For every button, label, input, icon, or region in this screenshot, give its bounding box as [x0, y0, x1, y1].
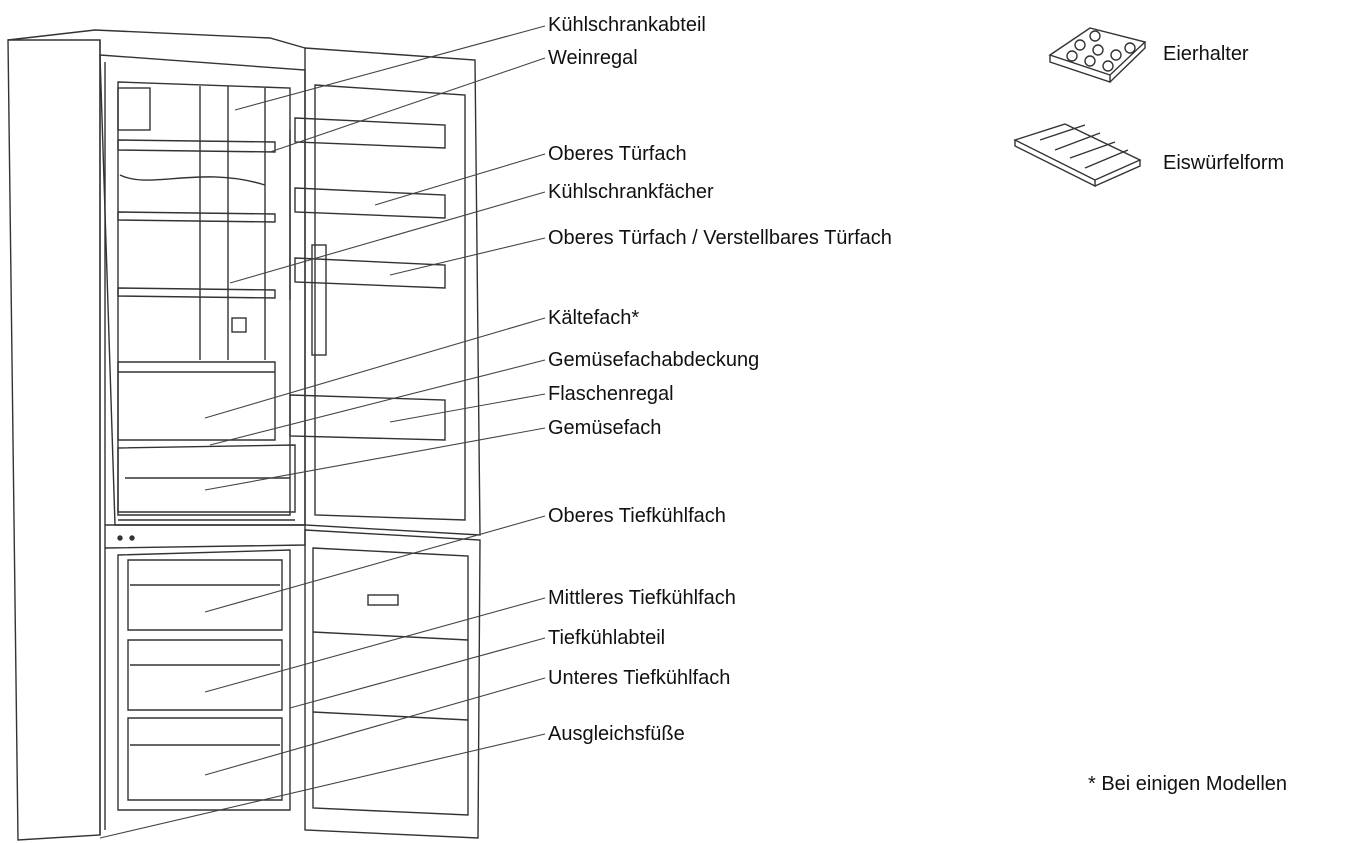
egg-holder-icon [1048, 27, 1147, 83]
label-unteres-tiefkuehlfach: Unteres Tiefkühlfach [548, 667, 731, 689]
label-mittleres-tiefkuehlfach: Mittleres Tiefkühlfach [548, 587, 736, 609]
label-weinregal: Weinregal [548, 47, 638, 69]
footnote: * Bei einigen Modellen [1088, 773, 1288, 795]
label-eierhalter: Eierhalter [1163, 43, 1249, 65]
label-gemuesefach: Gemüsefach [548, 417, 662, 439]
leader-lines [99, 25, 546, 839]
fridge-door [289, 47, 481, 536]
label-oberes-tiefkuehlfach: Oberes Tiefkühlfach [548, 505, 726, 527]
label-tiefkuehlabteil: Tiefkühlabteil [548, 627, 666, 649]
label-flaschenregal: Flaschenregal [548, 383, 674, 405]
freezer-section [104, 524, 306, 811]
freezer-door [304, 529, 481, 839]
label-oberes-tuerfach: Oberes Türfach [548, 143, 687, 165]
fridge-shelves [117, 139, 276, 441]
label-verstellbares-tuerfach: Oberes Türfach / Verstellbares Türfach [548, 227, 892, 249]
ice-tray-icon [1013, 123, 1142, 188]
label-kuehlschrankabteil: Kühlschrankabteil [548, 14, 706, 36]
label-ausgleichsfuesse: Ausgleichsfüße [548, 723, 685, 745]
label-kaeltefach: Kältefach* [548, 307, 640, 329]
crisper-drawer [117, 444, 296, 521]
label-eiswuerfelform: Eiswürfelform [1163, 152, 1285, 174]
label-gemuesefachabdeckung: Gemüsefachabdeckung [548, 349, 760, 371]
label-kuehlschrankfaecher: Kühlschrankfächer [548, 181, 714, 203]
